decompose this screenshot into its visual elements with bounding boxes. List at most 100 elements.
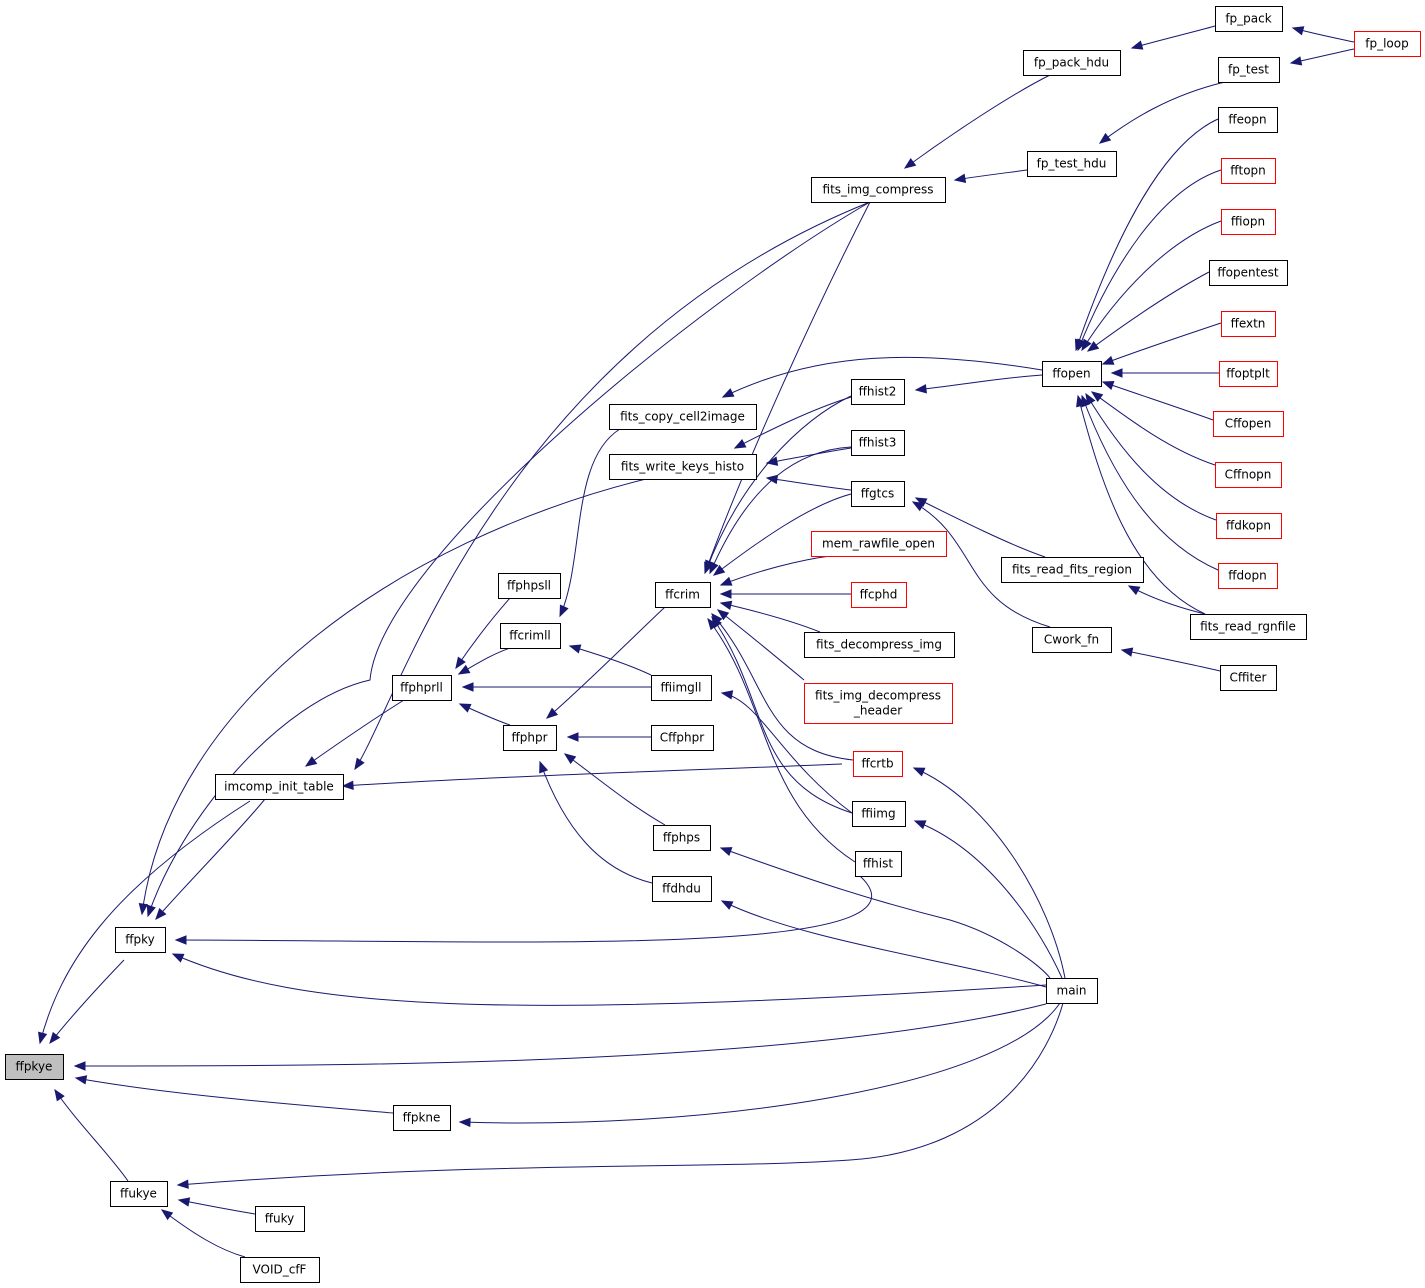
node-ffuky[interactable]: ffuky xyxy=(255,1206,305,1232)
node-ffextn[interactable]: ffextn xyxy=(1221,311,1276,337)
arrow-head-icon xyxy=(712,564,726,576)
node-ffcrtb[interactable]: ffcrtb xyxy=(853,751,903,777)
node-fp_test_hdu[interactable]: fp_test_hdu xyxy=(1027,151,1117,177)
node-ffpkye[interactable]: ffpkye xyxy=(5,1054,64,1080)
node-ffukye[interactable]: ffukye xyxy=(110,1181,168,1207)
node-box xyxy=(1046,978,1098,1004)
node-ffiimg[interactable]: ffiimg xyxy=(852,801,906,827)
edge-ffukye-to-main xyxy=(176,1002,1064,1189)
node-fp_pack_hdu[interactable]: fp_pack_hdu xyxy=(1023,50,1121,76)
node-box xyxy=(1221,209,1276,235)
arrow-head-icon xyxy=(721,388,735,398)
node-ffiopn[interactable]: ffiopn xyxy=(1221,209,1276,235)
edge-ffpkye-to-main xyxy=(73,1003,1047,1071)
node-ffhist2[interactable]: ffhist2 xyxy=(851,379,905,405)
node-label: fits_read_fits_region xyxy=(1012,563,1132,577)
edge-line xyxy=(177,1002,1064,1186)
node-ffdkopn[interactable]: ffdkopn xyxy=(1216,513,1282,539)
node-Cffopen[interactable]: Cffopen xyxy=(1213,411,1284,437)
node-box xyxy=(1001,557,1144,583)
node-box xyxy=(855,851,902,877)
node-box xyxy=(392,675,452,701)
node-fits_img_decompress_header[interactable]: fits_img_decompress_header xyxy=(804,683,953,724)
arrow-head-icon xyxy=(719,600,733,610)
node-label: fp_pack_hdu xyxy=(1034,56,1109,70)
arrow-head-icon xyxy=(1127,585,1141,596)
node-box xyxy=(851,430,905,456)
arrow-head-icon xyxy=(707,617,719,631)
node-ffphps[interactable]: ffphps xyxy=(653,825,711,851)
node-box xyxy=(1027,151,1117,177)
node-fp_test[interactable]: fp_test xyxy=(1218,57,1280,83)
node-box xyxy=(1221,311,1276,337)
edge-ffiimgll-to-ffiimg xyxy=(720,690,853,814)
node-fits_decompress_img[interactable]: fits_decompress_img xyxy=(804,632,955,658)
edge-line xyxy=(39,800,251,1044)
node-ffeopn[interactable]: ffeopn xyxy=(1218,107,1278,133)
node-label: main xyxy=(1057,984,1087,998)
edge-ffiimg-to-main xyxy=(913,820,1063,979)
node-ffopen[interactable]: ffopen xyxy=(1042,361,1102,387)
node-ffdhdu[interactable]: ffdhdu xyxy=(652,876,712,902)
node-label: ffgtcs xyxy=(861,487,894,501)
arrow-head-icon xyxy=(953,173,967,184)
node-ffopentest[interactable]: ffopentest xyxy=(1209,260,1288,286)
edge-line xyxy=(1099,81,1226,144)
node-box xyxy=(1354,31,1421,57)
node-Cwork_fn[interactable]: Cwork_fn xyxy=(1032,627,1112,653)
node-fp_loop[interactable]: fp_loop xyxy=(1354,31,1421,57)
node-fits_copy_cell2image[interactable]: fits_copy_cell2image xyxy=(609,404,757,430)
arrow-head-icon xyxy=(1120,647,1134,657)
node-ffphpsll[interactable]: ffphpsll xyxy=(498,573,561,599)
node-Cffnopn[interactable]: Cffnopn xyxy=(1215,462,1282,488)
node-mem_rawfile_open[interactable]: mem_rawfile_open xyxy=(811,531,947,557)
node-box xyxy=(811,177,946,203)
edge-ffphprll-to-ffiimgll xyxy=(461,682,651,692)
node-VOID_cfF[interactable]: VOID_cfF xyxy=(240,1257,320,1283)
node-ffcrim[interactable]: ffcrim xyxy=(655,582,711,608)
edge-fp_pack_hdu-to-fp_pack xyxy=(1130,25,1216,50)
node-box xyxy=(5,1054,64,1080)
node-fits_read_rgnfile[interactable]: fits_read_rgnfile xyxy=(1190,614,1307,640)
node-ffiimgll[interactable]: ffiimgll xyxy=(651,675,712,701)
node-box xyxy=(1032,627,1112,653)
node-ffcrimll[interactable]: ffcrimll xyxy=(500,623,561,649)
node-ffoptplt[interactable]: ffoptplt xyxy=(1219,361,1278,387)
node-ffphpr[interactable]: ffphpr xyxy=(503,725,557,751)
node-Cffiter[interactable]: Cffiter xyxy=(1220,665,1277,691)
arrow-head-icon xyxy=(155,907,167,921)
node-fftopn[interactable]: fftopn xyxy=(1221,158,1276,184)
node-ffpky[interactable]: ffpky xyxy=(115,927,166,953)
node-fits_read_fits_region[interactable]: fits_read_fits_region xyxy=(1001,557,1144,583)
node-box xyxy=(804,632,955,658)
node-ffpkne[interactable]: ffpkne xyxy=(393,1105,451,1131)
node-main[interactable]: main xyxy=(1046,978,1098,1004)
edge-line xyxy=(459,1002,1061,1124)
edge-line xyxy=(305,699,405,767)
arrow-head-icon xyxy=(354,757,365,771)
edge-line xyxy=(1081,395,1219,571)
arrow-head-icon xyxy=(568,644,582,654)
edge-ffphpr-to-Cffphpr xyxy=(566,732,651,742)
node-label: fits_img_compress xyxy=(823,183,934,197)
arrow-head-icon xyxy=(171,953,185,963)
node-fits_write_keys_histo[interactable]: fits_write_keys_histo xyxy=(609,454,757,480)
node-label: ffuky xyxy=(265,1212,295,1226)
node-label: fits_img_decompress xyxy=(815,689,941,703)
node-label: ffcphd xyxy=(860,588,898,602)
node-ffdopn[interactable]: ffdopn xyxy=(1218,563,1278,589)
edge-line xyxy=(1087,271,1210,352)
node-ffgtcs[interactable]: ffgtcs xyxy=(851,481,905,507)
arrow-head-icon xyxy=(545,707,559,719)
node-ffhist3[interactable]: ffhist3 xyxy=(851,430,905,456)
node-ffhist[interactable]: ffhist xyxy=(855,851,902,877)
node-box xyxy=(115,927,166,953)
node-ffphprll[interactable]: ffphprll xyxy=(392,675,452,701)
node-fp_pack[interactable]: fp_pack xyxy=(1215,6,1283,32)
node-label: ffopen xyxy=(1052,367,1090,381)
node-ffcphd[interactable]: ffcphd xyxy=(851,582,907,608)
node-imcomp_init_table[interactable]: imcomp_init_table xyxy=(215,774,344,800)
arrow-head-icon xyxy=(458,1117,471,1128)
node-Cffphpr[interactable]: Cffphpr xyxy=(651,725,714,751)
node-fits_img_compress[interactable]: fits_img_compress xyxy=(811,177,946,203)
